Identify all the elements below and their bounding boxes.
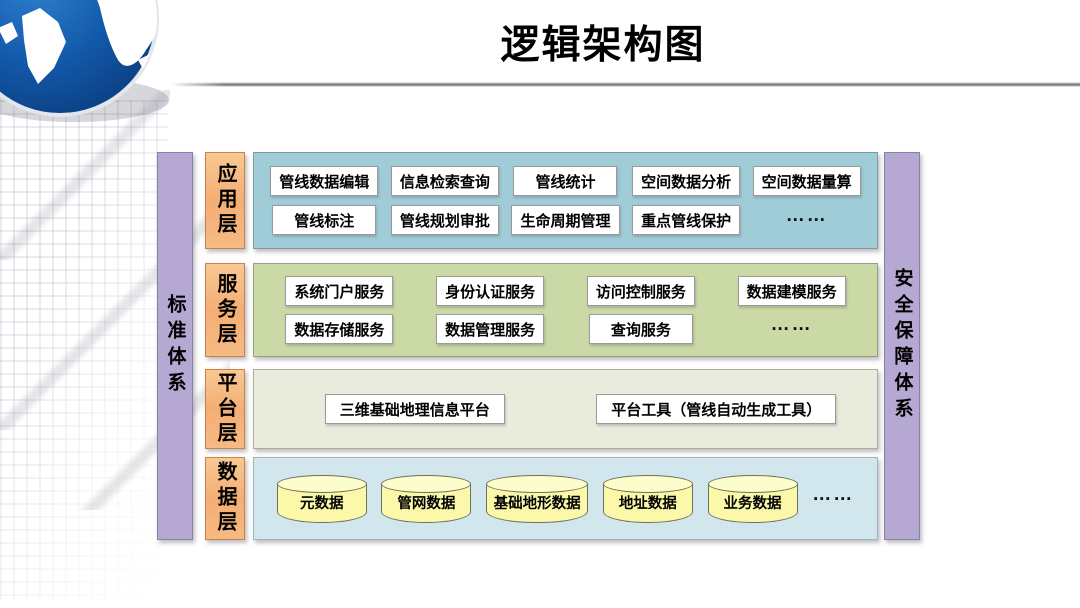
security-assurance-bar: 安全保障体系 <box>884 152 920 540</box>
cylinder-top-ellipse <box>602 474 693 493</box>
app-function-box: 重点管线保护 <box>632 205 741 235</box>
standards-system-label: 标准体系 <box>164 294 186 398</box>
cylinder-top-ellipse <box>276 474 367 493</box>
application-layer-label: 应用层 <box>214 163 236 238</box>
database-cylinder: 管网数据 <box>381 474 472 523</box>
database-cylinder: 地址数据 <box>602 474 693 523</box>
background-tile-texture <box>0 100 168 600</box>
standards-system-bar: 标准体系 <box>157 152 193 540</box>
service-box: 数据存储服务 <box>285 314 394 344</box>
ellipsis-more: …… <box>770 314 813 335</box>
platform-layer-panel: 三维基础地理信息平台 平台工具（管线自动生成工具） <box>253 369 878 449</box>
database-label: 业务数据 <box>723 496 782 512</box>
database-cylinder: 元数据 <box>276 474 367 523</box>
database-cylinder: 业务数据 <box>707 474 798 523</box>
background-diagonal-texture <box>0 90 230 510</box>
page-title: 逻辑架构图 <box>500 24 706 67</box>
cylinder-top-ellipse <box>707 474 798 493</box>
ellipsis-more: …… <box>785 205 828 226</box>
application-row-2: 管线标注 管线规划审批 生命周期管理 重点管线保护 …… <box>264 205 867 235</box>
data-layer-label: 数据层 <box>214 461 236 536</box>
platform-box: 平台工具（管线自动生成工具） <box>596 394 837 424</box>
service-layer-panel: 系统门户服务 身份认证服务 访问控制服务 数据建模服务 数据存储服务 数据管理服… <box>253 263 878 357</box>
database-label: 管网数据 <box>397 496 456 512</box>
cylinder-top-ellipse <box>381 474 472 493</box>
database-cylinder: 基础地形数据 <box>486 474 589 523</box>
database-label: 基础地形数据 <box>493 496 581 512</box>
app-function-box: 管线规划审批 <box>390 205 499 235</box>
globe-icon <box>0 0 169 122</box>
database-label: 地址数据 <box>618 496 677 512</box>
cylinder-top-ellipse <box>486 474 589 493</box>
app-function-box: 管线数据编辑 <box>270 166 379 196</box>
platform-layer-label-box: 平台层 <box>205 369 245 449</box>
service-box: 系统门户服务 <box>285 276 394 306</box>
security-assurance-label: 安全保障体系 <box>891 268 913 424</box>
service-layer-label-box: 服务层 <box>205 263 245 357</box>
application-layer-label-box: 应用层 <box>205 152 245 249</box>
service-box: 访问控制服务 <box>586 276 695 306</box>
service-box: 数据管理服务 <box>436 314 545 344</box>
platform-box: 三维基础地理信息平台 <box>324 394 505 424</box>
app-function-box: 生命周期管理 <box>511 205 620 235</box>
data-layer-panel: 元数据 管网数据 基础地形数据 地址数据 业务数据 …… <box>253 457 878 540</box>
platform-layer-label: 平台层 <box>214 371 236 447</box>
service-box: 身份认证服务 <box>436 276 545 306</box>
service-box: 查询服务 <box>588 314 693 344</box>
database-label: 元数据 <box>299 496 344 512</box>
title-divider-line <box>170 82 1080 87</box>
service-row-2: 数据存储服务 数据管理服务 查询服务 …… <box>264 314 867 344</box>
data-layer-label-box: 数据层 <box>205 457 245 540</box>
platform-row: 三维基础地理信息平台 平台工具（管线自动生成工具） <box>264 394 867 424</box>
service-box: 数据建模服务 <box>737 276 846 306</box>
ellipsis-more: …… <box>812 483 855 505</box>
app-function-box: 管线统计 <box>513 166 618 196</box>
app-function-box: 信息检索查询 <box>390 166 499 196</box>
app-function-box: 空间数据量算 <box>752 166 861 196</box>
service-layer-label: 服务层 <box>214 272 236 348</box>
service-row-1: 系统门户服务 身份认证服务 访问控制服务 数据建模服务 <box>264 276 867 306</box>
app-function-box: 管线标注 <box>272 205 377 235</box>
app-function-box: 空间数据分析 <box>632 166 741 196</box>
application-layer-panel: 管线数据编辑 信息检索查询 管线统计 空间数据分析 空间数据量算 管线标注 管线… <box>253 152 878 249</box>
application-row-1: 管线数据编辑 信息检索查询 管线统计 空间数据分析 空间数据量算 <box>264 166 867 196</box>
